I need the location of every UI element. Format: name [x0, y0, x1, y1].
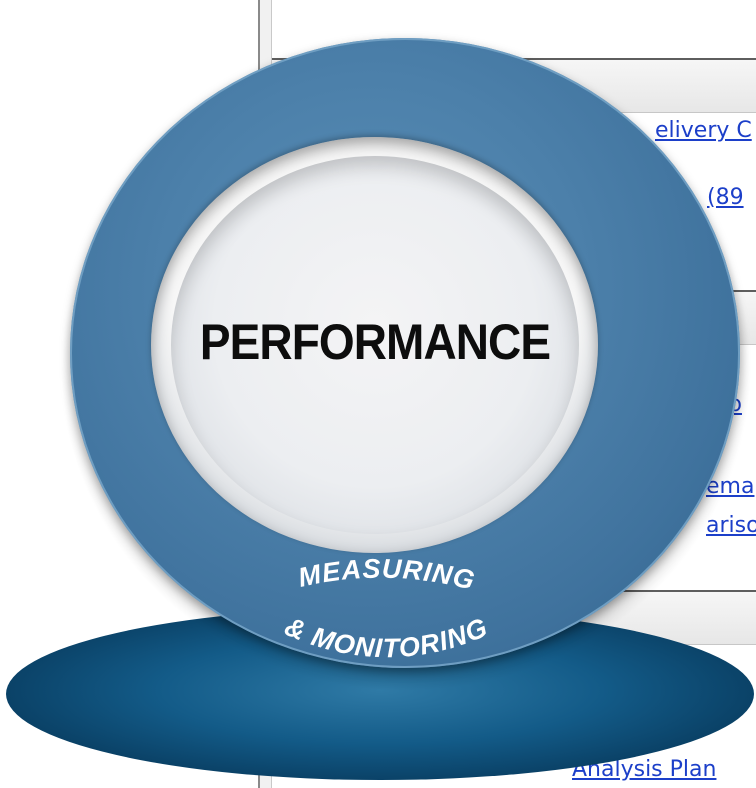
ring-label-line-1: MEASURING [295, 554, 478, 596]
background-link[interactable]: ema [706, 474, 754, 500]
ring-label-line-2: & MONITORING [281, 611, 493, 663]
center-title: PERFORMANCE [199, 314, 551, 370]
inner-face [171, 156, 579, 534]
background-link[interactable]: (89 [707, 185, 744, 210]
background-link[interactable]: arison [706, 513, 756, 538]
background-link[interactable]: elivery C [655, 118, 752, 143]
